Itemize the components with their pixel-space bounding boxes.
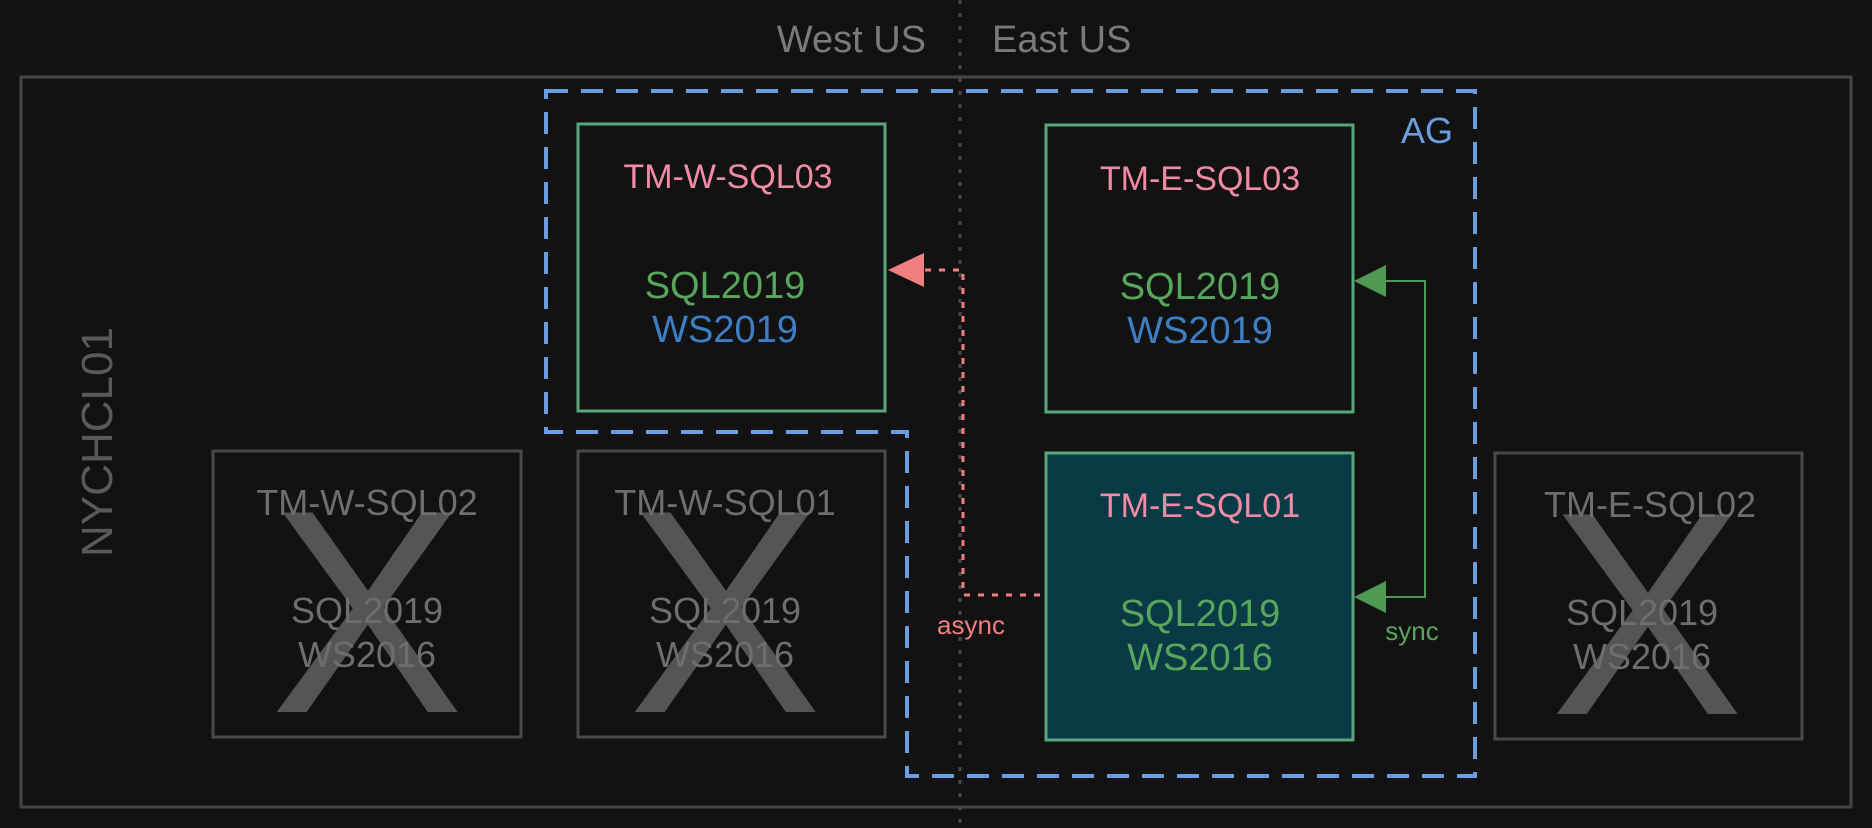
async-link: async [888,253,1040,640]
ag-label: AG [1401,110,1453,151]
cluster-name: NYCHCL01 [73,327,122,557]
ag-boundary [544,89,1477,778]
sync-label: sync [1385,616,1438,646]
async-label: async [937,610,1005,640]
node-tm-w-sql01: X TM-W-SQL01 SQL2019 WS2016 [576,449,887,774]
sync-link: sync [1354,265,1439,646]
node-os-version: WS2016 [656,634,794,675]
region-east-label: East US [992,19,1131,61]
node-sql-version: SQL2019 [1120,266,1281,308]
node-hostname: TM-E-SQL02 [1544,484,1756,525]
removed-x-mark: X [628,450,821,774]
async-link-line [920,268,1040,597]
node-tm-e-sql01-primary: TM-E-SQL01 SQL2019 WS2016 [1044,451,1355,742]
node-box [576,122,887,413]
cluster-boundary [19,75,1853,809]
node-box [211,449,523,739]
sync-arrow-head-top [1354,265,1386,297]
node-box [576,449,887,739]
node-tm-w-sql02: X TM-W-SQL02 SQL2019 WS2016 [211,449,523,774]
node-sql-version: SQL2019 [1120,593,1281,635]
sync-link-line [1384,280,1426,598]
node-os-version: WS2016 [1573,636,1711,677]
node-os-version: WS2019 [652,309,798,351]
node-tm-e-sql02: X TM-E-SQL02 SQL2019 WS2016 [1493,451,1804,776]
removed-x-mark: X [270,450,463,774]
node-tm-e-sql03: TM-E-SQL03 SQL2019 WS2019 [1044,123,1355,414]
removed-x-mark: X [1550,452,1743,776]
node-sql-version: SQL2019 [1566,592,1718,633]
node-hostname: TM-E-SQL01 [1100,487,1300,525]
node-hostname: TM-W-SQL03 [623,158,832,196]
async-arrow-head [888,253,924,287]
node-box [1044,123,1355,414]
node-hostname: TM-W-SQL01 [614,482,835,523]
node-sql-version: SQL2019 [291,590,443,631]
node-os-version: WS2016 [1127,637,1273,679]
region-west-label: West US [777,19,926,61]
node-box [1493,451,1804,741]
sync-arrow-head-bottom [1354,581,1386,613]
node-tm-w-sql03: TM-W-SQL03 SQL2019 WS2019 [576,122,887,413]
node-box [1044,451,1355,742]
node-hostname: TM-W-SQL02 [256,482,477,523]
node-os-version: WS2016 [298,634,436,675]
node-hostname: TM-E-SQL03 [1100,160,1300,198]
node-sql-version: SQL2019 [649,590,801,631]
node-os-version: WS2019 [1127,310,1273,352]
node-sql-version: SQL2019 [645,265,806,307]
